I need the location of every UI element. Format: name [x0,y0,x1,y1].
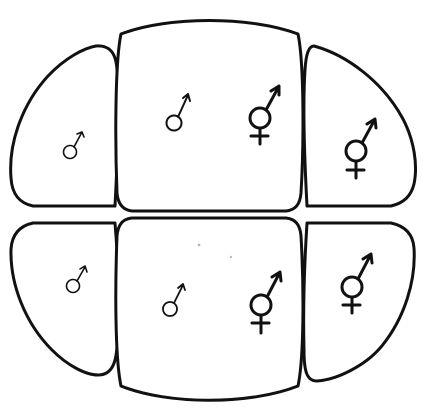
print-speck [198,244,201,247]
lower-middle-cell [116,218,303,400]
upper-middle-cell [116,21,303,212]
print-speck [230,256,232,258]
